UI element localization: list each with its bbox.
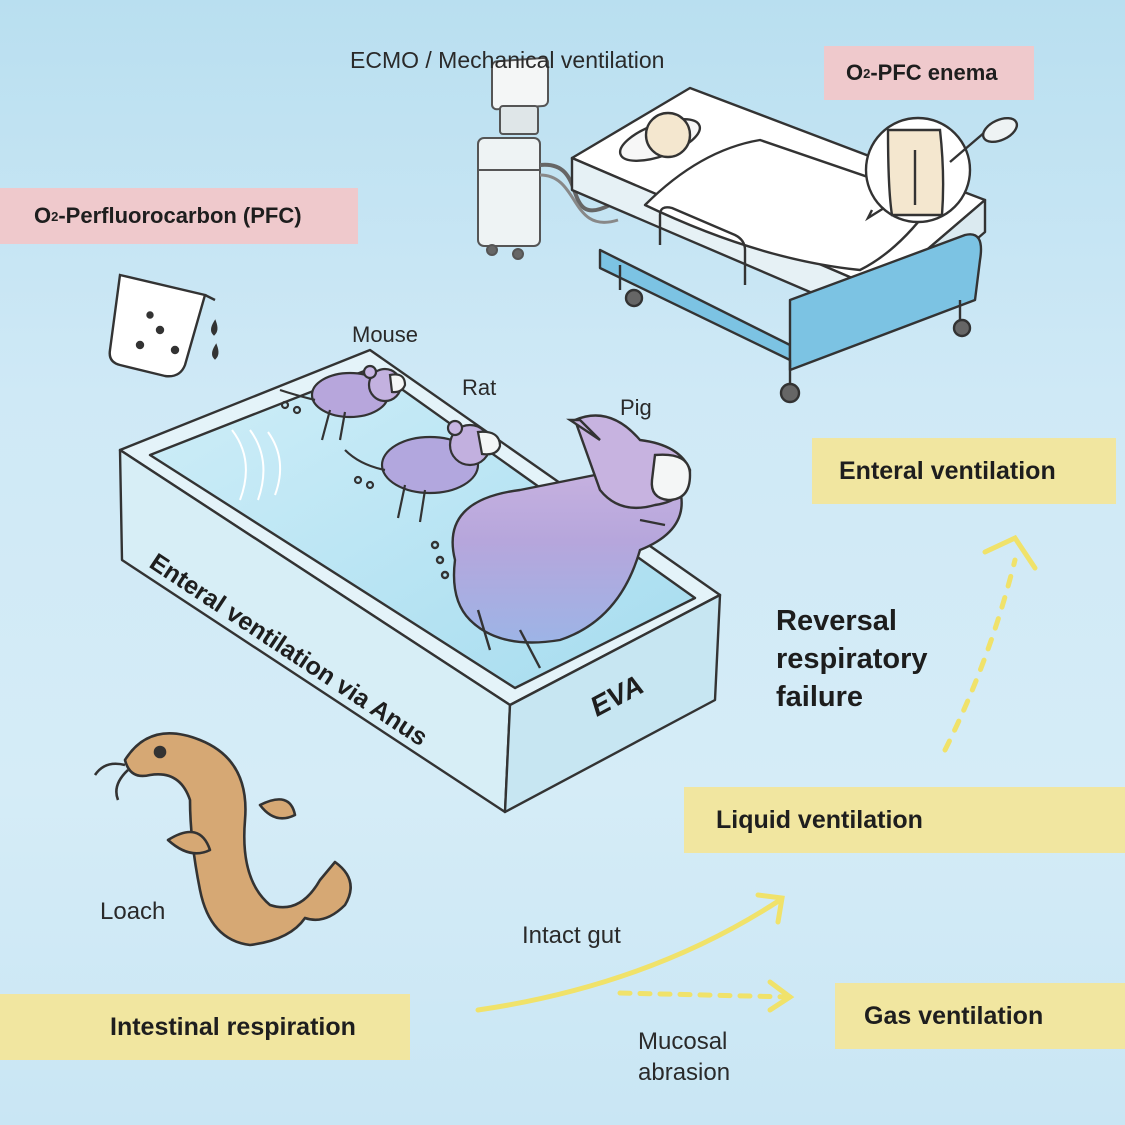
mucosal-abrasion-label: Mucosal abrasion	[638, 1026, 730, 1088]
reversal-line-3: failure	[776, 681, 864, 713]
flow-arrows	[475, 534, 1038, 1013]
pig-label: Pig	[620, 395, 652, 420]
gas-ventilation-box: Gas ventilation	[835, 983, 1125, 1049]
enema-label-sub: 2	[863, 65, 871, 81]
reversal-line-1: Reversal	[776, 605, 897, 637]
enteral-ventilation-box: Enteral ventilation	[812, 438, 1116, 504]
hospital-bed	[570, 86, 987, 404]
pfc-label-rest: -Perfluorocarbon (PFC)	[58, 203, 302, 228]
mucosal-abrasion-arrow	[617, 990, 793, 1000]
pig-figure	[430, 414, 692, 669]
loach-figure	[93, 732, 352, 947]
rat-figure	[344, 419, 502, 523]
mouse-figure	[279, 364, 407, 441]
ecmo-label: ECMO / Mechanical ventilation	[350, 47, 665, 73]
reversal-arrow	[942, 557, 1018, 753]
sound-waves	[231, 429, 282, 501]
intact-gut-arrow	[475, 897, 783, 1013]
pfc-label-prefix: O	[34, 203, 52, 228]
mucosal-line-2: abrasion	[638, 1059, 731, 1086]
enema-label-prefix: O	[846, 60, 864, 85]
pfc-label-sub: 2	[51, 208, 59, 224]
ecmo-machine	[477, 57, 691, 260]
reversal-heading: Reversal respiratory failure	[776, 602, 928, 716]
enema-callout	[864, 116, 1019, 224]
loach-label: Loach	[100, 898, 166, 925]
pfc-beaker	[108, 273, 219, 378]
mouse-label: Mouse	[352, 322, 419, 347]
intact-gut-label: Intact gut	[522, 922, 621, 949]
intestinal-respiration-box: Intestinal respiration	[0, 994, 410, 1060]
enema-label-rest: -PFC enema	[870, 60, 998, 85]
rat-label: Rat	[462, 375, 497, 400]
liquid-ventilation-box: Liquid ventilation	[684, 787, 1125, 853]
mucosal-line-1: Mucosal	[638, 1028, 728, 1055]
reversal-line-2: respiratory	[776, 643, 928, 675]
